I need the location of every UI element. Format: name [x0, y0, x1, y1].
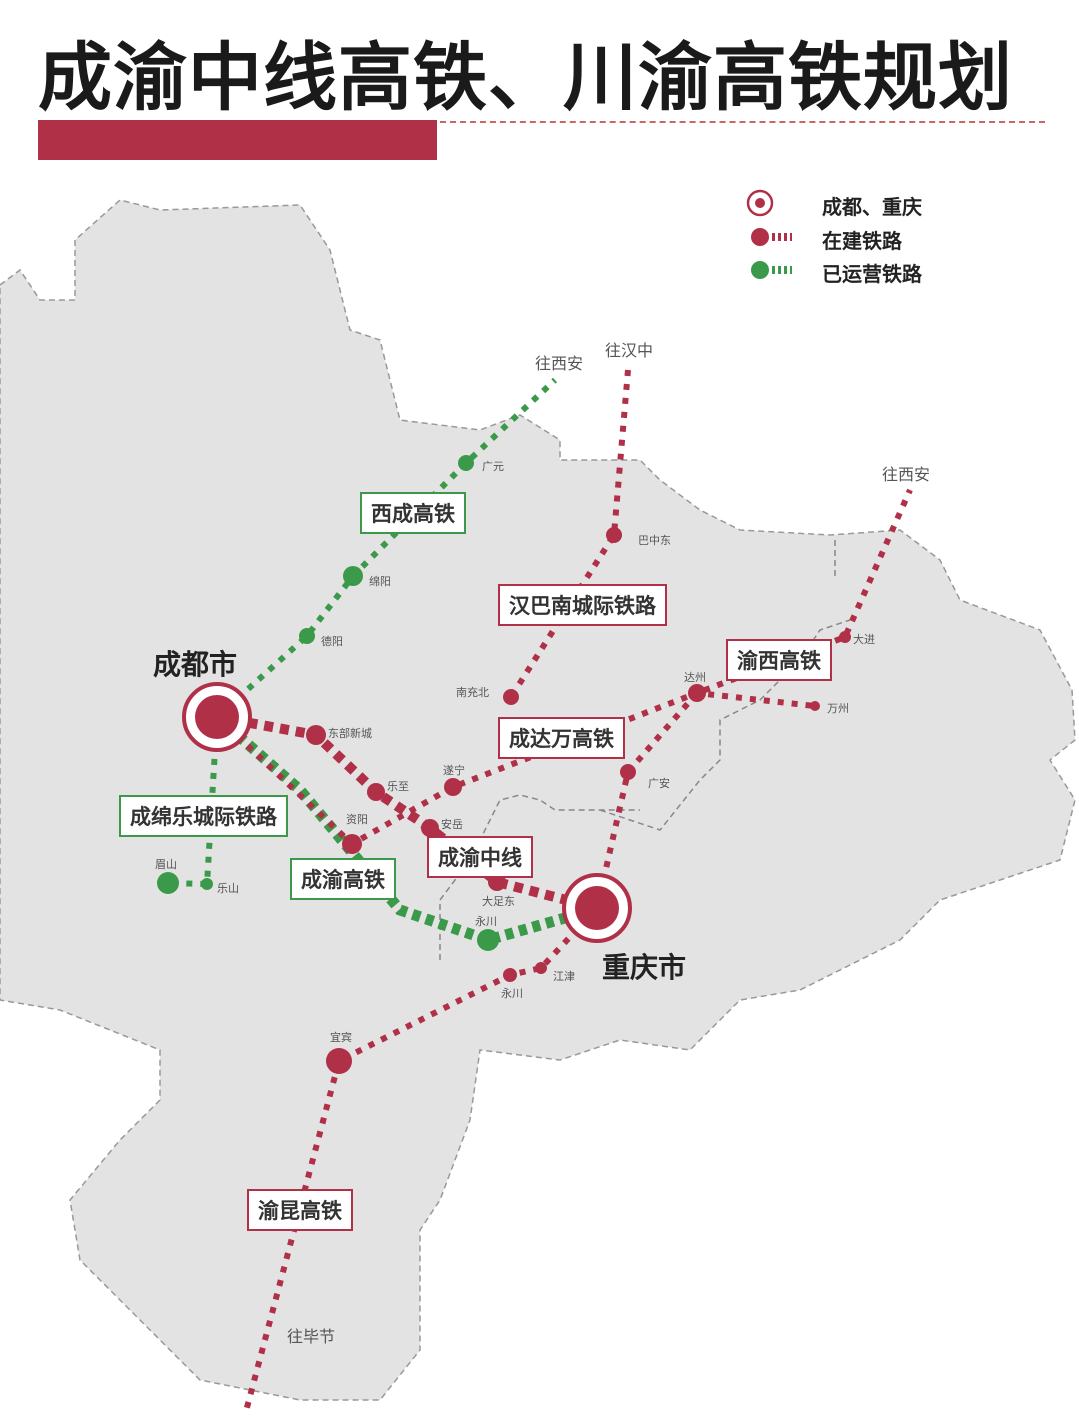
station-label-bazhongdong: 巴中东: [638, 534, 671, 547]
station-dot-lezhi: [367, 783, 385, 801]
title-bar: [38, 120, 437, 160]
line-label-chengdawan: 成达万高铁: [498, 717, 625, 759]
station-dot-dajin: [839, 631, 851, 643]
station-label-wanzhou: 万州: [827, 702, 849, 715]
city-chengdu: 成都市: [153, 648, 238, 681]
chengdu-marker: [182, 682, 252, 752]
station-dot-jiangjin: [535, 962, 547, 974]
line-label-yuxi: 渝西高铁: [726, 639, 832, 681]
station-label-lezhi: 乐至: [387, 780, 409, 793]
station-dot-anyue: [421, 819, 439, 837]
station-label-yongchuan2: 永川: [501, 987, 523, 1000]
station-dot-yibin: [326, 1048, 352, 1074]
line-label-chengyu: 成渝高铁: [290, 858, 396, 900]
station-label-guangan: 广安: [648, 777, 670, 790]
station-label-suining: 遂宁: [443, 764, 465, 777]
chongqing-marker: [562, 873, 632, 943]
direction-xian-east: 往西安: [882, 465, 931, 484]
direction-xian: 往西安: [535, 354, 584, 373]
station-label-deyang: 德阳: [321, 635, 343, 648]
station-label-nanchongbei: 南充北: [456, 686, 489, 699]
station-label-mianyang: 绵阳: [369, 575, 391, 588]
station-dot-ziyang: [342, 834, 362, 854]
direction-hanzhong: 往汉中: [605, 341, 654, 360]
station-label-dongbuxincheng: 东部新城: [328, 727, 372, 740]
station-label-anyue: 安岳: [441, 818, 463, 831]
station-label-yibin: 宜宾: [330, 1031, 352, 1044]
station-dot-guangyuan: [458, 455, 474, 471]
station-dot-deyang: [299, 628, 315, 644]
legend-operating: 已运营铁路: [822, 262, 922, 286]
station-label-dazhou: 达州: [684, 671, 706, 684]
station-dot-yongchuan2: [503, 968, 517, 982]
station-dot-mianyang: [343, 566, 363, 586]
line-label-xicheng: 西成高铁: [360, 492, 466, 534]
red-dotted-line-icon: [751, 228, 769, 246]
page-title: 成渝中线高铁、川渝高铁规划: [38, 35, 1013, 121]
station-dot-leshan: [201, 878, 213, 890]
line-label-hanbanan: 汉巴南城际铁路: [498, 584, 667, 626]
rail-line-chengyuzhong: [216, 712, 599, 913]
station-dot-bazhongdong: [606, 527, 622, 543]
station-label-meishan: 眉山: [155, 858, 177, 871]
station-dot-meishan: [157, 872, 179, 894]
station-dot-guangan: [620, 764, 636, 780]
line-label-chengyuzhong: 成渝中线: [427, 836, 533, 878]
station-label-dajin: 大进: [853, 633, 875, 646]
city-chongqing: 重庆市: [602, 951, 687, 984]
station-dot-dongbuxincheng: [306, 725, 326, 745]
legend-icons: [746, 189, 792, 279]
station-label-leshan: 乐山: [217, 882, 239, 895]
station-label-yongchuan1: 永川: [475, 915, 497, 928]
station-label-jiangjin: 江津: [553, 970, 575, 983]
station-dot-suining: [444, 778, 462, 796]
station-label-guangyuan: 广元: [482, 460, 504, 473]
line-label-chengmianle: 成绵乐城际铁路: [119, 795, 288, 837]
rail-line-chengmianle: [167, 716, 220, 888]
title-divider: [440, 121, 1045, 123]
green-dotted-line-icon: [751, 261, 769, 279]
legend-city: 成都、重庆: [822, 195, 922, 219]
legend-under-construction: 在建铁路: [822, 229, 902, 253]
station-dot-nanchongbei: [503, 689, 519, 705]
direction-bijie: 往毕节: [287, 1327, 336, 1346]
rail-line-chengdawan: [214, 689, 816, 848]
station-label-dazudong: 大足东: [482, 895, 515, 908]
station-dot-dazhou: [688, 684, 706, 702]
station-dot-yongchuan1: [477, 929, 499, 951]
station-dot-wanzhou: [810, 701, 820, 711]
line-label-yukun: 渝昆高铁: [247, 1189, 353, 1231]
station-label-ziyang: 资阳: [346, 813, 368, 826]
